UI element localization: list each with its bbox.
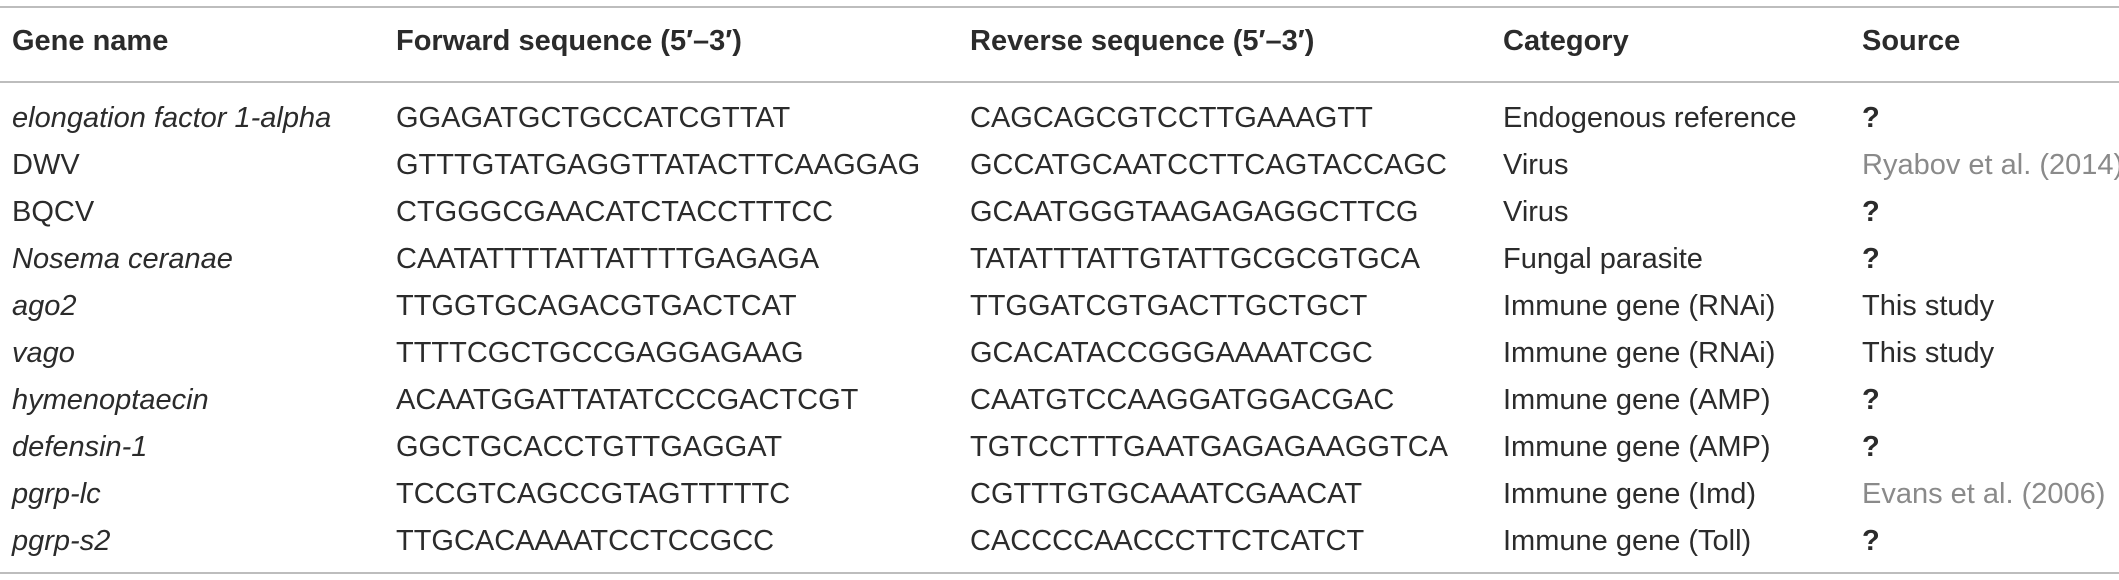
header-forward-sequence: Forward sequence (5′–3′) <box>396 25 742 57</box>
table-top-rule <box>0 6 2119 8</box>
reverse-sequence-cell: TGTCCTTTGAATGAGAGAAGGTCA <box>970 431 1448 463</box>
gene-name-cell: pgrp-lc <box>12 478 101 510</box>
source-citation-link[interactable]: Evans et al. (2006) <box>1862 478 2106 510</box>
category-cell: Immune gene (AMP) <box>1503 431 1771 463</box>
forward-sequence-cell: CAATATTTTATTATTTTGAGAGA <box>396 243 820 275</box>
reverse-sequence-cell: TATATTTATTGTATTGCGCGTGCA <box>970 243 1420 275</box>
reverse-sequence-cell: GCACATACCGGGAAAATCGC <box>970 337 1373 369</box>
header-reverse-sequence: Reverse sequence (5′–3′) <box>970 25 1315 57</box>
gene-name-cell: BQCV <box>12 196 95 228</box>
forward-sequence-cell: CTGGGCGAACATCTACCTTTCC <box>396 196 834 228</box>
category-cell: Virus <box>1503 196 1569 228</box>
forward-sequence-cell: TCCGTCAGCCGTAGTTTTTC <box>396 478 791 510</box>
category-cell: Immune gene (Imd) <box>1503 478 1757 510</box>
reverse-sequence-cell: GCCATGCAATCCTTCAGTACCAGC <box>970 149 1447 181</box>
category-cell: Immune gene (RNAi) <box>1503 337 1776 369</box>
forward-sequence-cell: GGCTGCACCTGTTGAGGAT <box>396 431 783 463</box>
reverse-sequence-cell: CAGCAGCGTCCTTGAAAGTT <box>970 102 1373 134</box>
header-gene-name: Gene name <box>12 25 169 57</box>
source-citation-link[interactable]: Ryabov et al. (2014) <box>1862 149 2119 181</box>
source-cell: ? <box>1862 196 1880 228</box>
source-cell: This study <box>1862 337 1995 369</box>
category-cell: Immune gene (AMP) <box>1503 384 1771 416</box>
gene-name-cell: defensin-1 <box>12 431 148 463</box>
gene-name-cell: pgrp-s2 <box>12 525 111 557</box>
header-rule <box>0 81 2119 83</box>
forward-sequence-cell: TTTTCGCTGCCGAGGAGAAG <box>396 337 804 369</box>
source-cell: This study <box>1862 290 1995 322</box>
gene-name-cell: vago <box>12 337 75 369</box>
forward-sequence-cell: TTGGTGCAGACGTGACTCAT <box>396 290 797 322</box>
gene-name-cell: ago2 <box>12 290 77 322</box>
reverse-sequence-cell: CACCCCAACCCTTCTCATCT <box>970 525 1365 557</box>
reverse-sequence-cell: TTGGATCGTGACTTGCTGCT <box>970 290 1368 322</box>
gene-name-cell: hymenoptaecin <box>12 384 209 416</box>
gene-name-cell: Nosema ceranae <box>12 243 233 275</box>
reverse-sequence-cell: CGTTTGTGCAAATCGAACAT <box>970 478 1363 510</box>
reverse-sequence-cell: GCAATGGGTAAGAGAGGCTTCG <box>970 196 1419 228</box>
gene-name-cell: DWV <box>12 149 80 181</box>
forward-sequence-cell: GGAGATGCTGCCATCGTTAT <box>396 102 791 134</box>
forward-sequence-cell: GTTTGTATGAGGTTATACTTCAAGGAG <box>396 149 921 181</box>
source-cell: ? <box>1862 384 1880 416</box>
header-category: Category <box>1503 25 1629 57</box>
category-cell: Virus <box>1503 149 1569 181</box>
forward-sequence-cell: TTGCACAAAATCCTCCGCC <box>396 525 775 557</box>
forward-sequence-cell: ACAATGGATTATATCCCGACTCGT <box>396 384 859 416</box>
gene-name-cell: elongation factor 1-alpha <box>12 102 332 134</box>
source-cell: ? <box>1862 102 1880 134</box>
reverse-sequence-cell: CAATGTCCAAGGATGGACGAC <box>970 384 1395 416</box>
source-cell: ? <box>1862 243 1880 275</box>
source-cell: ? <box>1862 431 1880 463</box>
category-cell: Endogenous reference <box>1503 102 1797 134</box>
category-cell: Immune gene (RNAi) <box>1503 290 1776 322</box>
header-source: Source <box>1862 25 1961 57</box>
category-cell: Immune gene (Toll) <box>1503 525 1752 557</box>
source-cell: ? <box>1862 525 1880 557</box>
table-bottom-rule <box>0 572 2119 574</box>
category-cell: Fungal parasite <box>1503 243 1703 275</box>
